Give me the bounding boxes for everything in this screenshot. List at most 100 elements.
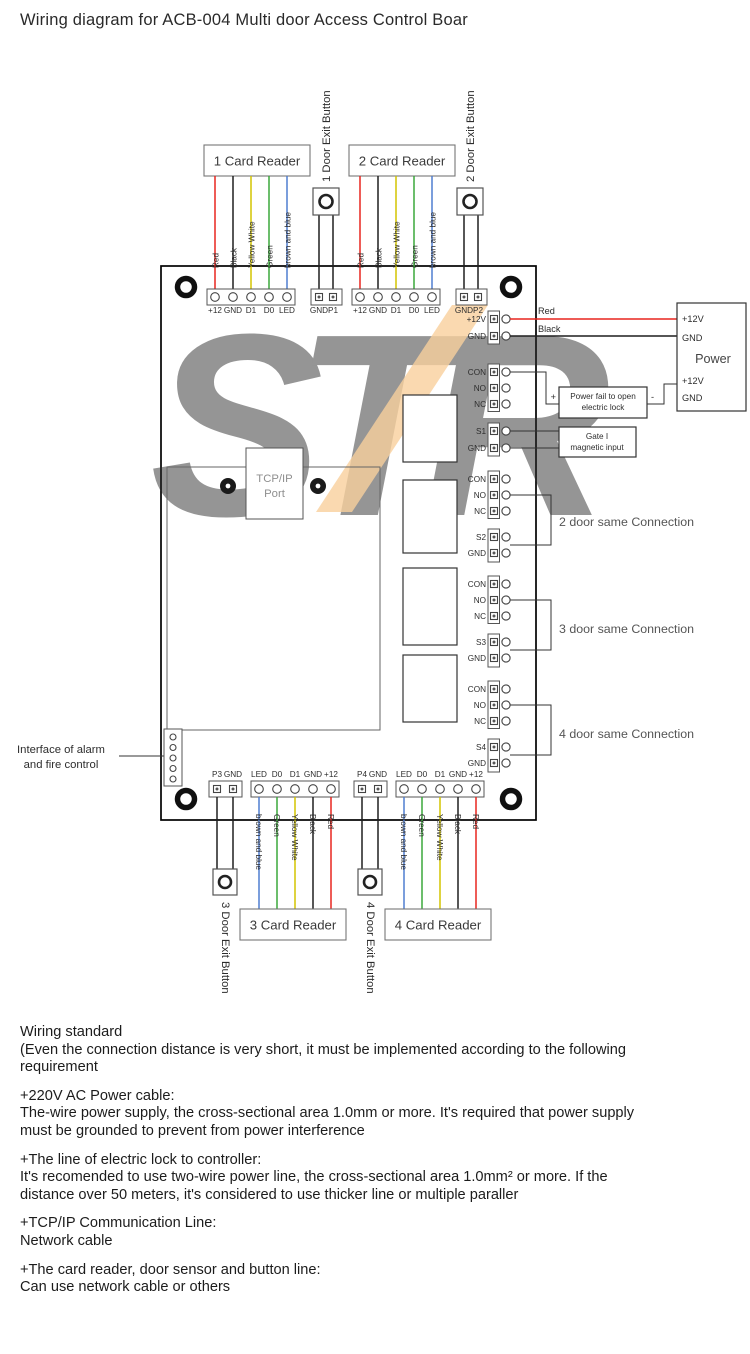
power-line: GND <box>682 393 703 403</box>
terminal-screw <box>210 292 220 302</box>
terminal-screw <box>501 383 511 393</box>
terminal-label: +12V <box>467 315 487 324</box>
terminal-label: LED <box>279 306 295 315</box>
bracket <box>510 494 552 546</box>
exit-button-3-label: 3 Door Exit Button <box>219 902 231 994</box>
exit-button-4-circle <box>362 874 378 890</box>
bracket <box>510 704 552 756</box>
port-screw-left-center <box>225 483 231 489</box>
power-fail-line-2: electric lock <box>582 403 626 412</box>
terminal-screw <box>501 474 511 484</box>
power-feed: Red Black <box>510 306 677 337</box>
terminal-screw <box>228 292 238 302</box>
door-2-connection: 2 door same Connection <box>510 494 694 546</box>
card-reader-2-box <box>348 144 456 177</box>
wire-label: Red <box>471 814 480 829</box>
terminal-label: GND <box>369 770 387 779</box>
exit-button-2-label: 2 Door Exit Button <box>465 90 477 182</box>
terminal-dot <box>492 509 496 513</box>
notes-section-title: +220V AC Power cable: <box>20 1087 175 1104</box>
terminal-label: LED <box>424 306 440 315</box>
plus-sign: + <box>551 392 556 402</box>
terminal-screw <box>501 611 511 621</box>
wire-label: Red <box>357 253 366 268</box>
terminal-dot <box>492 429 496 433</box>
tcpip-port-box <box>245 447 304 520</box>
terminal-label: GND <box>468 759 486 768</box>
notes-intro: (Even the connection distance is very sh… <box>20 1041 626 1076</box>
terminal-label: P3 <box>212 770 222 779</box>
wiring-diagram: STR TCP/IP Port 1 Card Reader 2 Card Rea… <box>17 90 747 994</box>
mount-hole <box>499 787 523 811</box>
terminal-screw <box>501 426 511 436</box>
terminal-dot <box>331 295 335 299</box>
terminal-label: GND <box>468 654 486 663</box>
terminal-dot <box>492 598 496 602</box>
exit-button-4-label: 4 Door Exit Button <box>364 902 376 994</box>
terminal-dot <box>492 703 496 707</box>
card-reader-3-label: 3 Card Reader <box>250 918 337 933</box>
wire-label: brown and blue <box>254 814 263 870</box>
wire-label: Black <box>230 247 239 268</box>
relay-3 <box>402 567 458 646</box>
page-title: Wiring diagram for ACB-004 Multi door Ac… <box>20 11 468 29</box>
exit-button-3-circle <box>217 874 233 890</box>
group-rect <box>487 422 500 457</box>
terminal-label: D1 <box>391 306 402 315</box>
lock-wire-left <box>510 371 559 405</box>
terminal-label: D0 <box>264 306 275 315</box>
mount-hole <box>174 275 198 299</box>
notes-section-title: +The card reader, door sensor and button… <box>20 1261 321 1278</box>
watermark-text: STR <box>150 281 609 571</box>
wire-label: brown and blue <box>429 212 438 268</box>
notes-section-body: It's recomended to use two-wire power li… <box>20 1169 608 1203</box>
wire-label: Green <box>417 814 426 837</box>
terminal-dot <box>492 334 496 338</box>
terminal-label: GND <box>468 444 486 453</box>
lock-wire-right <box>647 383 677 405</box>
terminal-screw <box>501 490 511 500</box>
terminal-label: +12 <box>469 770 483 779</box>
door-4-connection: 4 door same Connection <box>510 704 694 756</box>
terminal-label: CON <box>468 475 486 484</box>
terminal-screw <box>501 532 511 542</box>
terminal-screw <box>169 743 177 752</box>
terminal-label: GND <box>224 306 242 315</box>
card-reader-3-box <box>239 908 347 941</box>
terminal-dot <box>492 317 496 321</box>
power-fail-lock: Power fail to open electric lock + - <box>510 371 677 419</box>
card-reader-1-box <box>203 144 311 177</box>
terminal-screw <box>501 314 511 324</box>
terminal-screw <box>501 742 511 752</box>
terminal-screw <box>427 292 437 302</box>
power-box <box>676 302 747 412</box>
terminal-label: +12 <box>208 306 222 315</box>
watermark-accent <box>316 305 488 512</box>
gate-line-1: Gate I <box>586 432 608 441</box>
exit-button-4: 4 Door Exit Button <box>357 797 383 994</box>
terminal-screw <box>453 784 463 794</box>
gate-magnetic-input: Gate I magnetic input <box>510 426 637 458</box>
terminal-screw <box>355 292 365 302</box>
terminal-screw <box>501 331 511 341</box>
terminal-dot <box>476 295 480 299</box>
wire-label: Yellow White <box>248 221 257 268</box>
terminal-screw <box>169 754 177 762</box>
terminal-dot <box>360 787 364 791</box>
card-reader-2-label: 2 Card Reader <box>359 154 446 169</box>
terminal-label: S2 <box>476 533 486 542</box>
terminal-label: NC <box>474 400 486 409</box>
terminal-label: D1 <box>435 770 446 779</box>
terminal-dot <box>492 719 496 723</box>
terminal-screw <box>501 637 511 647</box>
terminal-label: NO <box>474 596 486 605</box>
terminal-label: NC <box>474 717 486 726</box>
wire-label: Black <box>375 247 384 268</box>
door-3-connection: 3 door same Connection <box>510 599 694 651</box>
terminal-screw <box>501 367 511 377</box>
wire-label: Black <box>453 814 462 835</box>
terminal-dot <box>317 295 321 299</box>
terminal-screw <box>308 784 318 794</box>
terminal-screw <box>169 733 177 741</box>
